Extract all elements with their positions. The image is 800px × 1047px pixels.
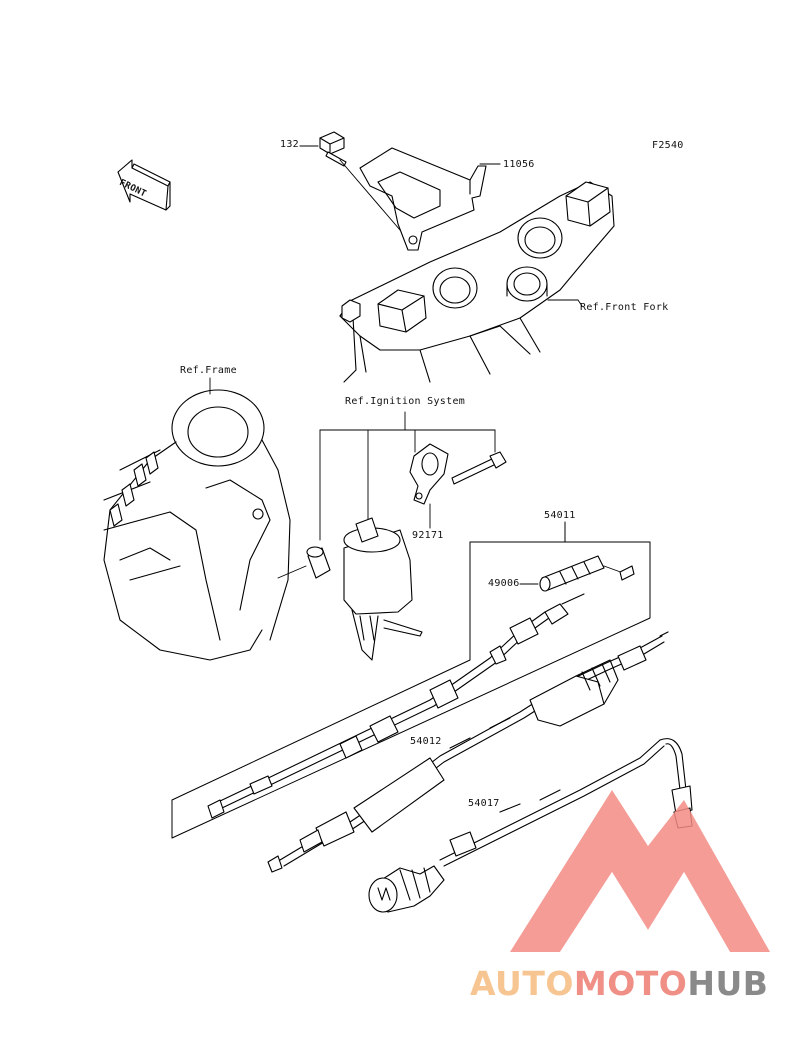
part-number-bolt: 132 [280, 139, 299, 150]
figure-code: F2540 [652, 140, 684, 151]
cable-54011 [207, 593, 585, 819]
spacer-collar [306, 546, 331, 579]
automotohub-logo-icon [510, 790, 770, 952]
part-number-boot: 49006 [488, 578, 520, 589]
watermark-part-hub: HUB [687, 964, 769, 1003]
ref-ignition-system: Ref.Ignition System [345, 396, 466, 407]
frame-head-pipe [103, 389, 291, 661]
bracket-11056 [359, 147, 487, 251]
watermark-part-auto: AUTO [470, 964, 574, 1003]
triple-clamp [339, 181, 615, 383]
watermark-text: AUTOMOTOHUB [470, 964, 768, 1003]
part-number-cable-b: 54012 [410, 736, 442, 747]
ignition-ref-leader [277, 411, 496, 579]
part-number-bracket: 11056 [503, 159, 535, 170]
part-number-cable-set: 54011 [544, 510, 576, 521]
part-number-choke-cable: 54017 [468, 798, 500, 809]
ref-frame: Ref.Frame [180, 365, 237, 376]
ignition-coil [343, 517, 423, 661]
ref-front-fork: Ref.Front Fork [580, 302, 669, 313]
cable-54017 [368, 738, 693, 913]
watermark-part-moto: MOTO [573, 964, 688, 1003]
boot-49006 [539, 555, 605, 592]
part-number-clamp: 92171 [412, 530, 444, 541]
cable-set-bracket [171, 521, 651, 839]
clamp-92171 [409, 443, 449, 505]
cable-54012 [267, 631, 669, 873]
front-arrow-icon [117, 159, 171, 211]
bolt-132 [319, 131, 347, 167]
long-bolt [451, 451, 507, 485]
